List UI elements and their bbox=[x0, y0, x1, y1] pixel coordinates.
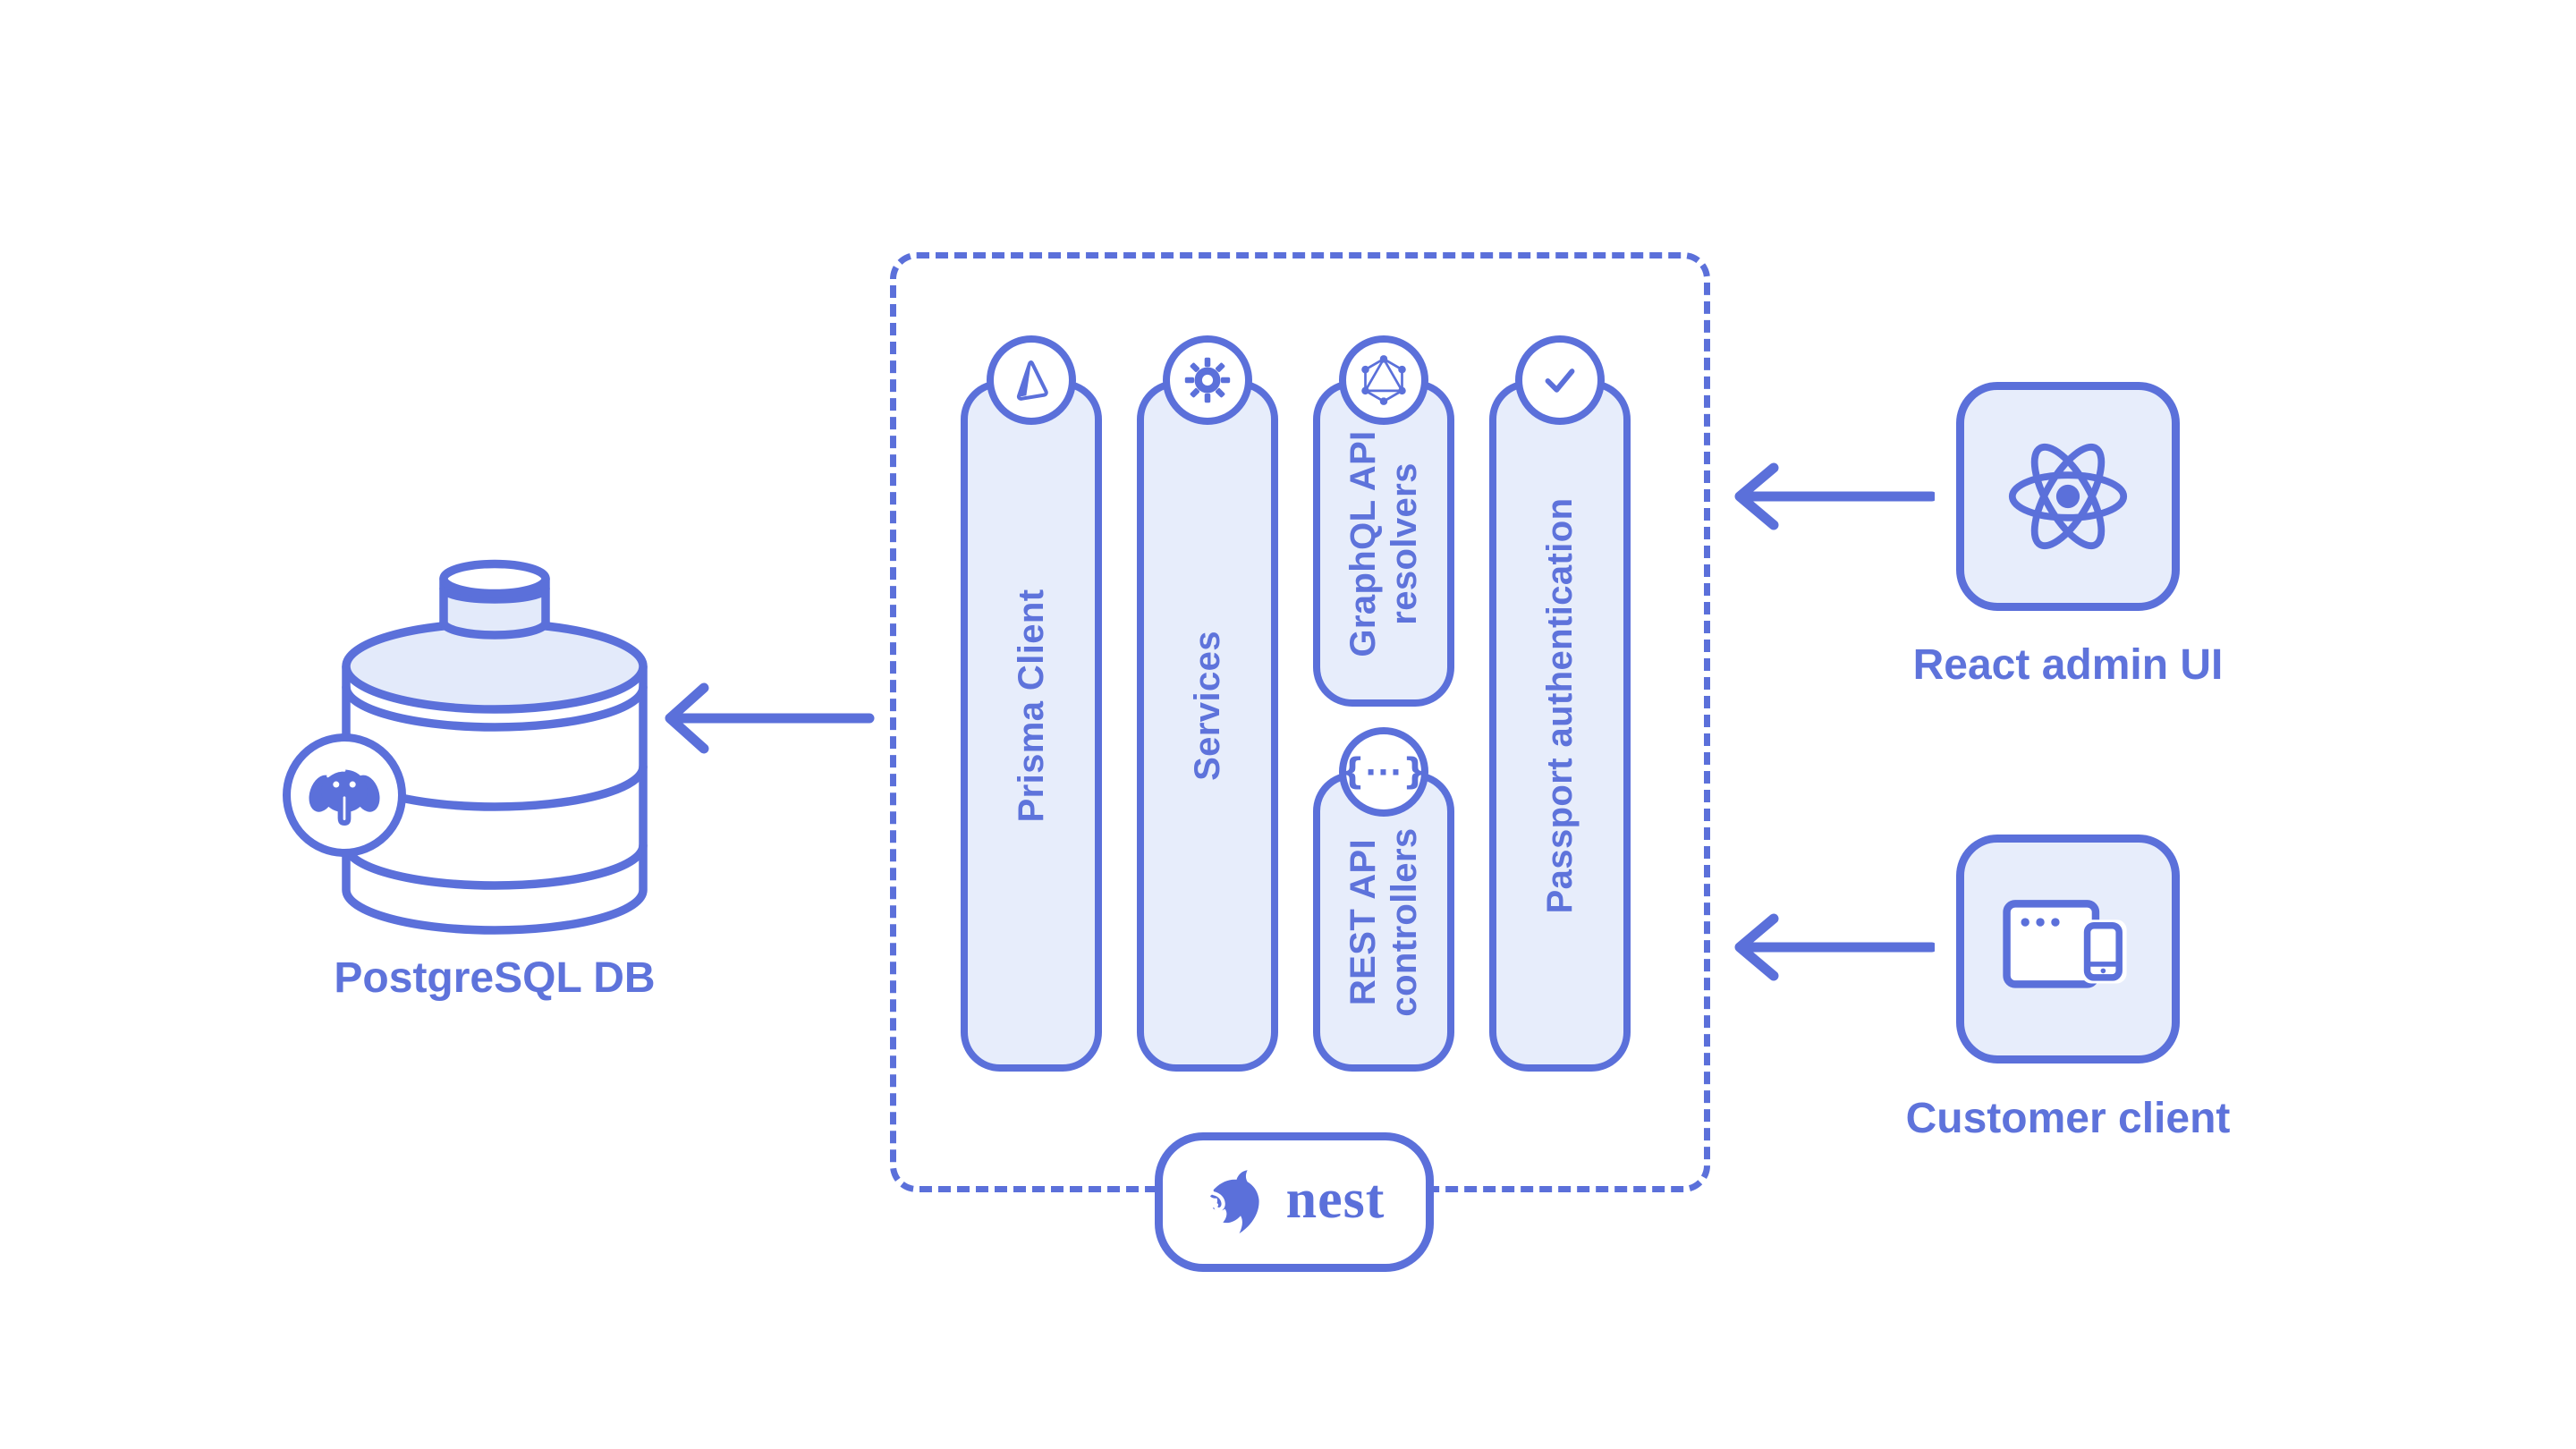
column-prisma-client: Prisma Client bbox=[961, 380, 1102, 1072]
services-icon-circle bbox=[1163, 335, 1252, 425]
prisma-icon bbox=[1016, 360, 1048, 401]
nest-badge: nest bbox=[1155, 1132, 1434, 1272]
customer-client-box bbox=[1956, 835, 2180, 1063]
nest-wordmark: nest bbox=[1285, 1168, 1385, 1230]
prisma-icon-circle bbox=[987, 335, 1076, 425]
column-label: Passport authentication bbox=[1540, 497, 1580, 914]
rest-icon-circle: { ... } bbox=[1339, 727, 1428, 817]
arrow-nest-to-postgres bbox=[665, 682, 875, 754]
arrow-customer-to-nest bbox=[1734, 913, 1935, 981]
column-label: Services bbox=[1188, 630, 1227, 781]
column-label: Prisma Client bbox=[1012, 589, 1051, 823]
gear-icon bbox=[1184, 357, 1231, 403]
browser-phone-icon bbox=[2003, 900, 2127, 988]
graphql-icon bbox=[1361, 355, 1406, 405]
column-services: Services bbox=[1137, 380, 1278, 1072]
column-rest-controllers: REST API controllers bbox=[1313, 772, 1454, 1072]
database-cylinder bbox=[342, 559, 648, 935]
column-graphql-resolvers: GraphQL API resolvers bbox=[1313, 380, 1454, 707]
column-label: GraphQL API resolvers bbox=[1343, 429, 1424, 657]
postgresql-elephant-icon bbox=[309, 768, 380, 826]
nestjs-cat-icon bbox=[1209, 1170, 1259, 1233]
graphql-icon-circle bbox=[1339, 335, 1428, 425]
database-label: PostgreSQL DB bbox=[334, 954, 656, 1002]
customer-client-label: Customer client bbox=[1905, 1095, 2231, 1142]
braces-icon: { ... } bbox=[1339, 747, 1428, 792]
column-passport-auth: Passport authentication bbox=[1489, 380, 1631, 1072]
auth-icon-circle bbox=[1515, 335, 1605, 425]
react-icon bbox=[2008, 443, 2128, 550]
check-icon bbox=[1545, 369, 1575, 393]
arrow-react-to-nest bbox=[1734, 462, 1935, 530]
react-admin-label: React admin UI bbox=[1912, 641, 2224, 689]
column-label: REST API controllers bbox=[1343, 826, 1424, 1017]
postgresql-badge bbox=[283, 733, 406, 857]
react-admin-box bbox=[1956, 382, 2180, 611]
